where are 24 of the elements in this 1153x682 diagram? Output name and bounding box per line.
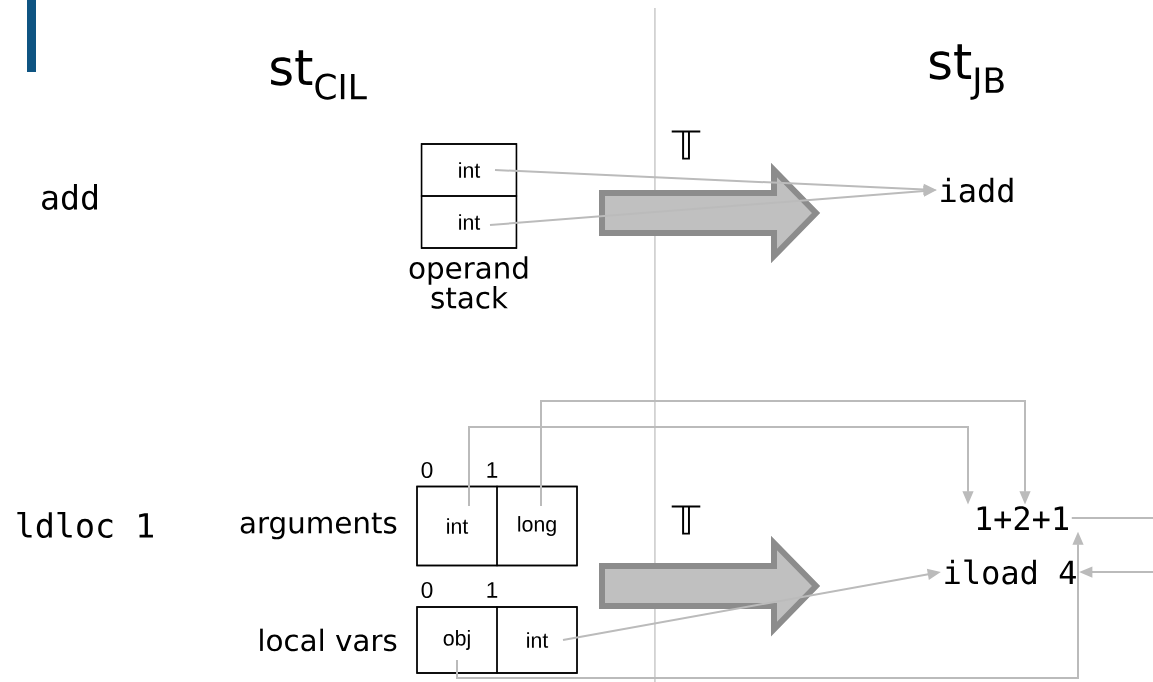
box-caption: arguments bbox=[240, 512, 397, 540]
heading: st$_{JB}$ bbox=[929, 44, 1004, 100]
instruction-text: iadd bbox=[941, 177, 1013, 203]
stack-cell: long bbox=[496, 485, 578, 567]
arrow bbox=[540, 400, 1031, 507]
heading: st$_{CIL}$ bbox=[271, 50, 367, 100]
index-number: 1 bbox=[487, 582, 498, 598]
stack-cell: int bbox=[420, 195, 518, 249]
index-number: 1 bbox=[487, 462, 498, 478]
stack-cell: obj bbox=[416, 606, 498, 674]
stack-cell: int bbox=[416, 485, 498, 567]
index-number: 0 bbox=[421, 462, 433, 479]
instruction-text: 1+2+1 bbox=[977, 506, 1068, 530]
instruction-text: iload 4 bbox=[945, 559, 1076, 585]
transform-symbol: 𝕋 bbox=[671, 130, 701, 160]
instruction-text: ldloc 1 bbox=[17, 512, 153, 538]
transform-symbol: 𝕋 bbox=[671, 505, 701, 535]
stack-cell: int bbox=[420, 143, 518, 197]
instruction-text: add bbox=[42, 184, 97, 210]
box-caption: local vars bbox=[260, 628, 397, 652]
arrow bbox=[468, 426, 974, 507]
box-caption: operand stack bbox=[409, 256, 528, 309]
stack-cell: int bbox=[496, 606, 578, 674]
index-number: 0 bbox=[421, 582, 433, 599]
